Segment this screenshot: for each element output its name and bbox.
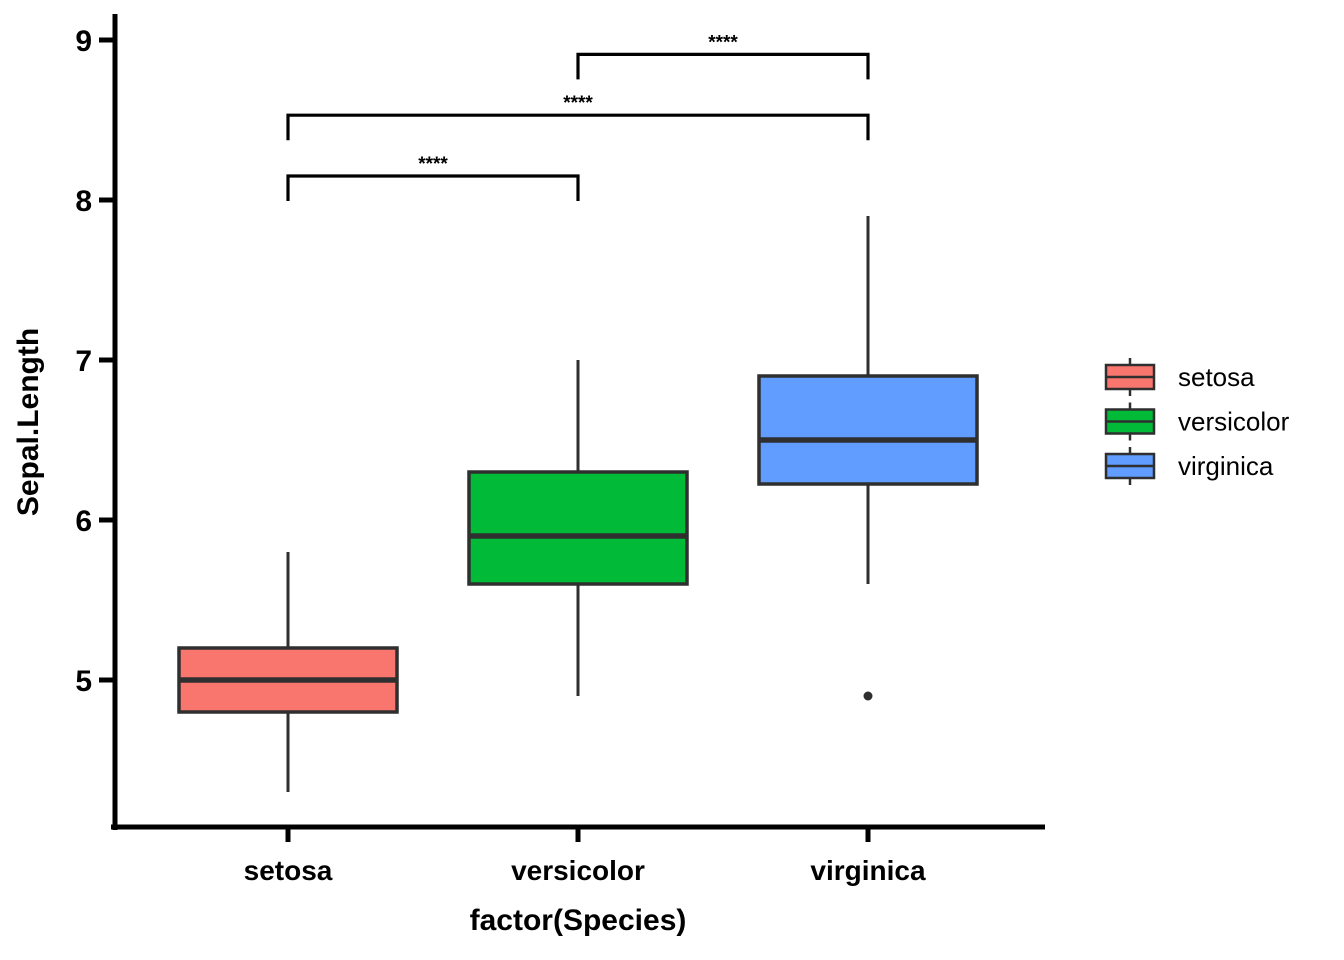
- legend-entry-versicolor: versicolor: [1104, 402, 1290, 441]
- legend-entry-virginica: virginica: [1104, 447, 1274, 485]
- legend-label: setosa: [1178, 362, 1255, 392]
- x-axis-title: factor(Species): [470, 904, 687, 937]
- y-tick-label: 6: [75, 505, 92, 538]
- significance-bracket: [576, 52, 870, 80]
- y-tick-label: 7: [75, 345, 92, 378]
- boxplot-versicolor: [467, 360, 689, 696]
- x-tick-label: setosa: [244, 855, 333, 886]
- significance-bracket: [286, 113, 870, 141]
- box-iqr: [757, 374, 979, 486]
- y-tick-label: 5: [75, 665, 92, 698]
- legend-entry-setosa: setosa: [1104, 358, 1255, 396]
- significance-label: ****: [418, 154, 448, 175]
- boxplot-setosa: [177, 552, 399, 792]
- significance-label: ****: [708, 32, 738, 53]
- y-tick-label: 8: [75, 185, 92, 218]
- legend: setosa versicolor virginica: [1104, 358, 1290, 485]
- outlier-point: [863, 691, 873, 701]
- legend-label: versicolor: [1178, 407, 1290, 437]
- significance-bracket: [286, 174, 580, 201]
- legend-label: virginica: [1178, 451, 1274, 481]
- y-axis-title: Sepal.Length: [12, 328, 45, 516]
- box-iqr: [467, 470, 689, 586]
- significance-label: ****: [563, 93, 593, 114]
- x-tick-label: versicolor: [511, 855, 645, 886]
- x-tick-label: virginica: [810, 855, 926, 886]
- boxplot-virginica: [757, 216, 979, 701]
- y-tick-label: 9: [75, 25, 92, 58]
